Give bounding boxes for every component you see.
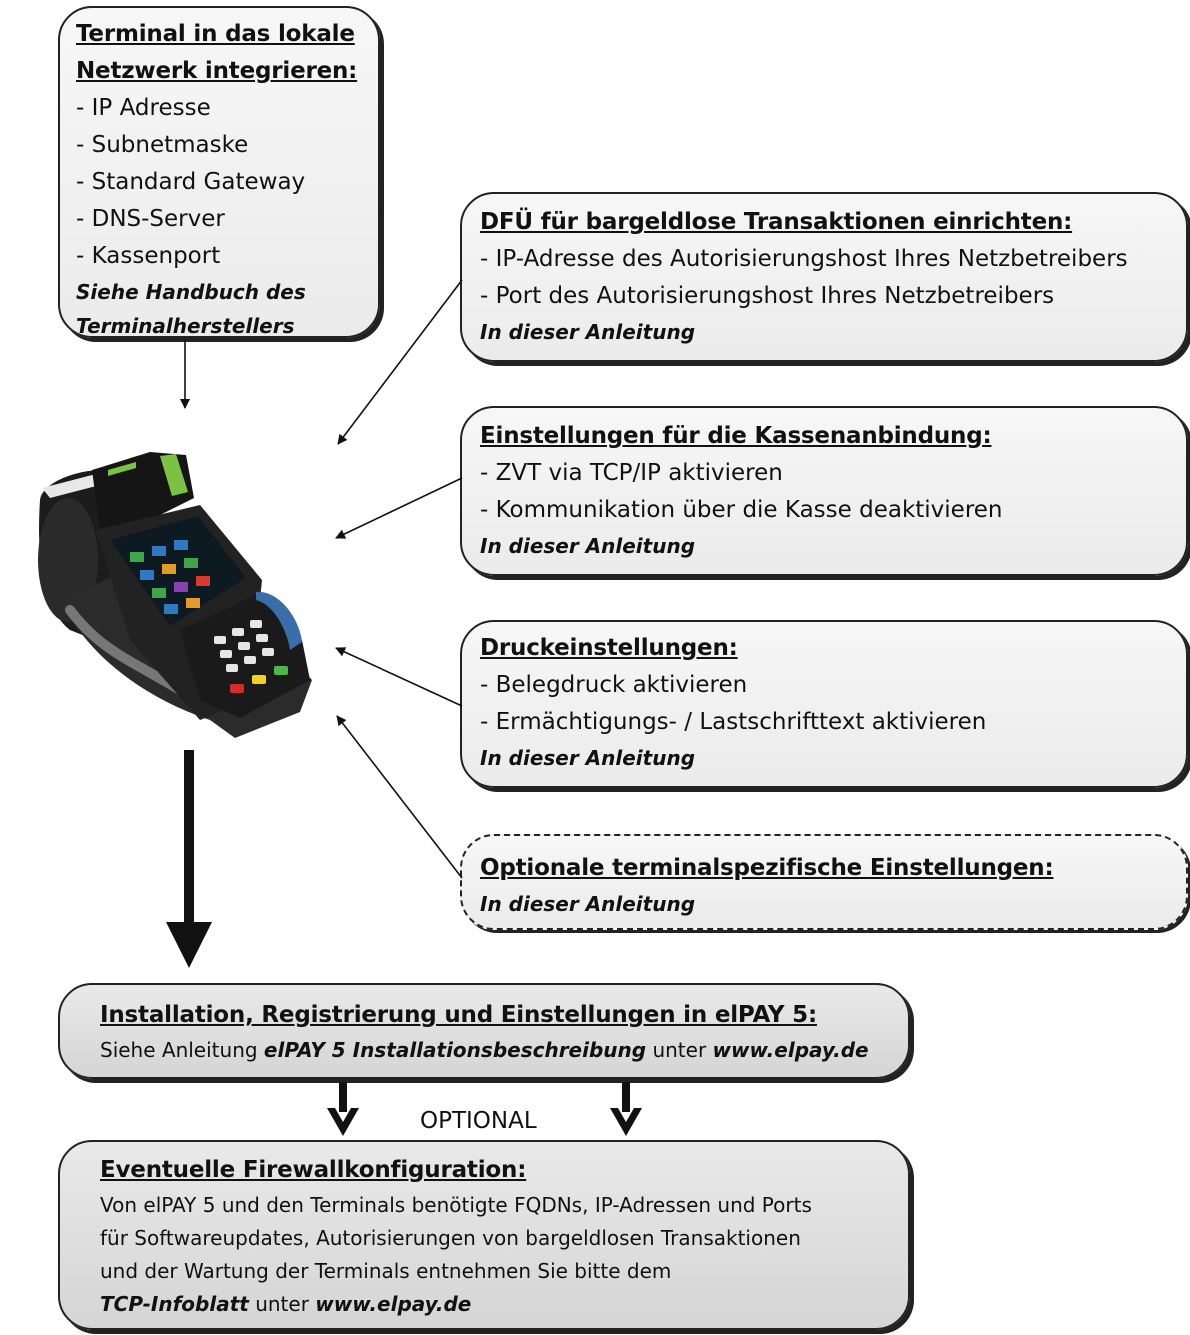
firewall-text-middle: unter: [248, 1292, 316, 1316]
arrow-druck-to-terminal: [335, 647, 463, 707]
kasse-item: - Kommunikation über die Kasse deaktivie…: [480, 497, 1003, 523]
firewall-last-line: TCP-Infoblatt unter www.elpay.de: [100, 1288, 868, 1321]
arrow-elpay-to-firewall-left: [327, 1082, 359, 1136]
dfue-item: - Port des Autorisierungshost Ihres Netz…: [480, 283, 1055, 309]
kasse-setup-box: Einstellungen für die Kassenanbindung: -…: [460, 406, 1188, 576]
firewall-box: Eventuelle Firewallkonfiguration: Von el…: [58, 1140, 910, 1330]
kasse-item: - ZVT via TCP/IP aktivieren: [480, 460, 783, 486]
network-item: - Standard Gateway: [76, 169, 306, 195]
elpay-doc-name: elPAY 5 Installationsbeschreibung: [263, 1038, 647, 1062]
optional-settings-title: Optionale terminalspezifische Einstellun…: [480, 855, 1054, 881]
elpay-url: www.elpay.de: [712, 1038, 869, 1062]
arrow-dfue-to-terminal: [337, 279, 463, 445]
arrow-optional-to-terminal: [336, 715, 463, 879]
kasse-title: Einstellungen für die Kassenanbindung:: [480, 423, 992, 449]
druck-setup-box: Druckeinstellungen: - Belegdruck aktivie…: [460, 620, 1188, 788]
dfue-item: - IP-Adresse des Autorisierungshost Ihre…: [480, 246, 1128, 272]
network-note-line2: Terminalherstellers: [76, 314, 295, 338]
arrow-kasse-to-terminal: [335, 477, 463, 539]
big-arrow-to-elpay: [166, 750, 212, 968]
firewall-title: Eventuelle Firewallkonfiguration:: [100, 1157, 527, 1183]
firewall-line: und der Wartung der Terminals entnehmen …: [100, 1259, 672, 1283]
payment-terminal-image: [38, 452, 312, 738]
network-title-line1: Terminal in das lokale: [76, 21, 355, 47]
optional-settings-note: In dieser Anleitung: [480, 892, 696, 916]
elpay-text-middle: unter: [646, 1038, 713, 1062]
firewall-url: www.elpay.de: [315, 1292, 472, 1316]
arrow-elpay-to-firewall-right: [610, 1082, 642, 1136]
elpay-text: Siehe Anleitung elPAY 5 Installationsbes…: [100, 1034, 869, 1067]
elpay-install-box: Installation, Registrierung und Einstell…: [58, 983, 910, 1079]
druck-item: - Ermächtigungs- / Lastschrifttext aktiv…: [480, 709, 987, 735]
network-note-line1: Siehe Handbuch des: [76, 280, 306, 304]
dfue-title: DFÜ für bargeldlose Transaktionen einric…: [480, 209, 1073, 235]
elpay-text-prefix: Siehe Anleitung: [100, 1038, 264, 1062]
optional-settings-box: Optionale terminalspezifische Einstellun…: [460, 834, 1188, 930]
network-item: - Kassenport: [76, 243, 221, 269]
dfue-setup-box: DFÜ für bargeldlose Transaktionen einric…: [460, 192, 1188, 362]
druck-title: Druckeinstellungen:: [480, 635, 738, 661]
elpay-title: Installation, Registrierung und Einstell…: [100, 1002, 817, 1028]
network-title-line2: Netzwerk integrieren:: [76, 58, 358, 84]
dfue-note: In dieser Anleitung: [480, 320, 696, 344]
firewall-line: Von elPAY 5 und den Terminals benötigte …: [100, 1193, 812, 1217]
optional-label: OPTIONAL: [420, 1108, 537, 1134]
firewall-line: für Softwareupdates, Autorisierungen von…: [100, 1226, 801, 1250]
druck-item: - Belegdruck aktivieren: [480, 672, 748, 698]
firewall-doc-name: TCP-Infoblatt: [100, 1292, 249, 1316]
druck-note: In dieser Anleitung: [480, 746, 696, 770]
network-item: - IP Adresse: [76, 95, 211, 121]
network-item: - Subnetmaske: [76, 132, 249, 158]
network-setup-box: Terminal in das lokale Netzwerk integrie…: [58, 6, 380, 338]
kasse-note: In dieser Anleitung: [480, 534, 696, 558]
network-item: - DNS-Server: [76, 206, 225, 232]
